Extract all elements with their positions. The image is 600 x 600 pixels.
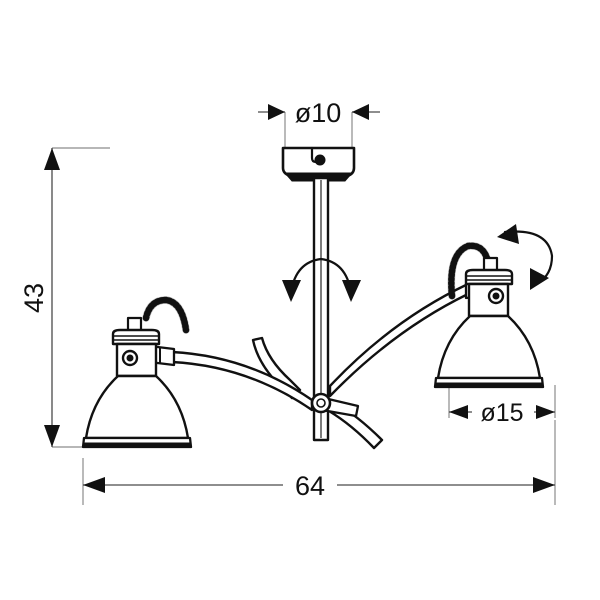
lamp-head-left xyxy=(81,296,193,449)
arrow-height-top-icon xyxy=(44,148,60,170)
socket-right-knob-center xyxy=(492,292,500,300)
arm-pivot-joint xyxy=(310,392,360,418)
arrow-height-bottom-icon xyxy=(44,425,60,447)
braided-cord-right xyxy=(448,242,492,300)
cord-left-body xyxy=(142,296,190,334)
braided-cord-left xyxy=(142,296,190,334)
dimension-shade-diameter: ø15 xyxy=(448,385,556,427)
arrow-width-right-icon xyxy=(533,477,555,493)
arrow-canopy-right-icon xyxy=(352,104,369,120)
dim-label-canopy-diameter: ø10 xyxy=(295,98,342,128)
socket-left-knob-center xyxy=(126,354,134,362)
arrow-canopy-left-icon xyxy=(268,104,285,120)
dimension-total-width: 64 xyxy=(82,420,556,505)
rotation-arrow-left-icon xyxy=(282,280,301,302)
canopy-screw-icon xyxy=(314,154,326,166)
arrow-shade-right-icon xyxy=(536,405,555,419)
arrow-width-left-icon xyxy=(83,477,105,493)
rotation-arrow-head-start-icon xyxy=(497,224,519,244)
rotation-arrow-right-icon xyxy=(342,280,361,302)
dimension-canopy-diameter: ø10 xyxy=(258,98,380,152)
dim-label-total-width: 64 xyxy=(295,471,325,501)
ceiling-canopy xyxy=(281,146,356,182)
cord-right-body xyxy=(447,242,492,300)
dim-label-shade-diameter: ø15 xyxy=(480,399,523,427)
rotation-arc-center xyxy=(289,257,353,294)
arrow-shade-left-icon xyxy=(449,405,468,419)
dim-label-total-height: 43 xyxy=(19,283,49,313)
socket-right-collar xyxy=(464,268,514,286)
shade-rotation-indicator xyxy=(497,224,554,290)
shade-right-rim-shadow xyxy=(434,382,544,388)
rotation-arrow-head-end-icon xyxy=(530,268,549,290)
lamp-head-right xyxy=(433,242,545,389)
arm-left-tube xyxy=(170,350,314,412)
shade-left-rim-shadow xyxy=(82,442,192,448)
dimension-total-height: 43 xyxy=(19,147,110,448)
socket-left-collar xyxy=(111,328,161,346)
arm-rotation-indicator xyxy=(282,257,361,302)
pivot-ring-inner xyxy=(316,398,326,408)
